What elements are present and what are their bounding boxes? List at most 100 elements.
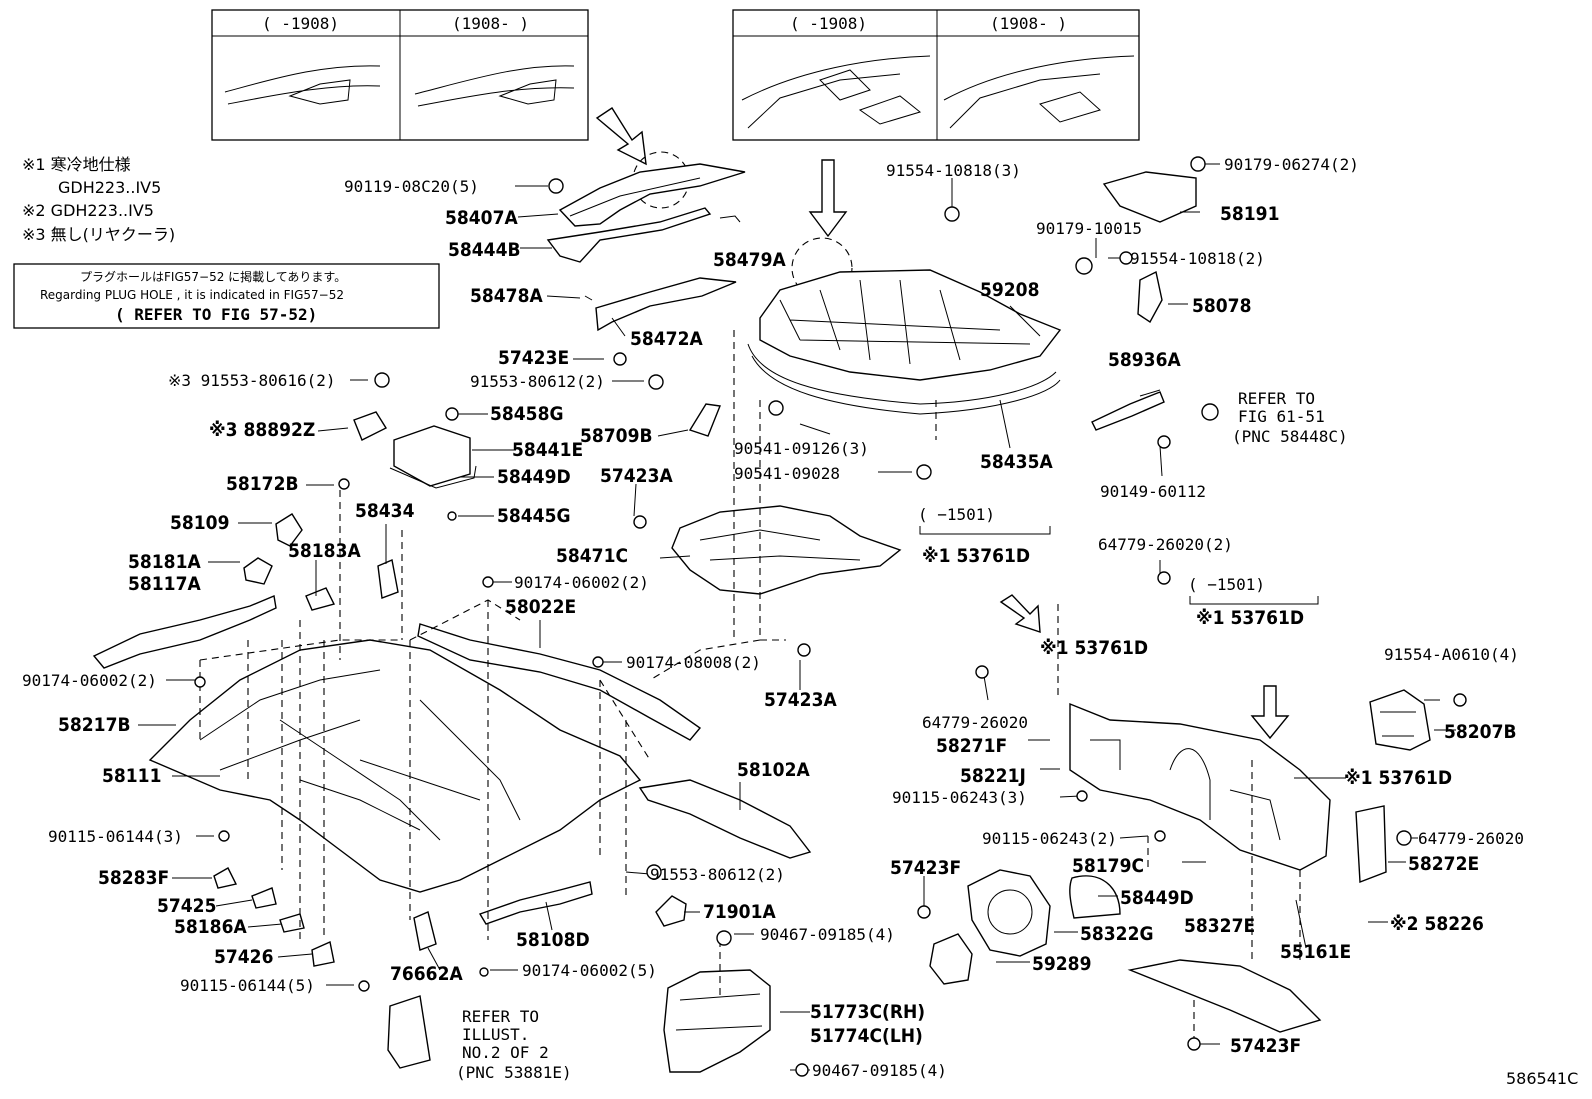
label-51774c: 51774C(LH) bbox=[810, 1025, 923, 1047]
label-88892z: ※3 88892Z bbox=[209, 419, 315, 441]
inset-right-range-b: (1908- ) bbox=[990, 14, 1067, 33]
plug-hole-line-2: Regarding PLUG HOLE , it is indicated in… bbox=[40, 288, 344, 302]
plug-hole-notice: プラグホールはFIG57−52 に掲載してあります。 Regarding PLU… bbox=[13, 263, 440, 329]
label-57425: 57425 bbox=[157, 895, 216, 917]
fasteners bbox=[194, 156, 1467, 1077]
label-90115-06144-3: 90115-06144(3) bbox=[48, 827, 183, 846]
label-59289: 59289 bbox=[1032, 953, 1091, 975]
label-58479a: 58479A bbox=[713, 249, 786, 271]
label-57423a-a: 57423A bbox=[600, 465, 673, 487]
label-64779-26020-a: 64779-26020 bbox=[922, 713, 1028, 732]
label-58078: 58078 bbox=[1192, 295, 1251, 317]
refer-illust-line-1: REFER TO bbox=[462, 1007, 539, 1026]
label-90119-08c20: 90119-08C20(5) bbox=[344, 177, 479, 196]
label-58709b: 58709B bbox=[580, 425, 653, 447]
inset-left-range-b: (1908- ) bbox=[452, 14, 529, 33]
diagram-id: 586541C bbox=[1506, 1069, 1578, 1088]
label-58207b: 58207B bbox=[1444, 721, 1517, 743]
label-58936a: 58936A bbox=[1108, 349, 1181, 371]
label-91554-10818-2: 91554-10818(2) bbox=[1130, 249, 1265, 268]
note-1: ※1 寒冷地仕様 bbox=[22, 155, 131, 174]
note-1-model: GDH223..IV5 bbox=[58, 178, 161, 197]
label-90179-10015: 90179-10015 bbox=[1036, 219, 1142, 238]
label-57423a-b: 57423A bbox=[764, 689, 837, 711]
label-90541-09126: 90541-09126(3) bbox=[734, 439, 869, 458]
inset-box-left: ( -1908) (1908- ) bbox=[211, 9, 589, 141]
label-90115-06243-3: 90115-06243(3) bbox=[892, 788, 1027, 807]
note-3: ※3 無し(リヤクーラ) bbox=[22, 225, 175, 244]
label-58181a: 58181A bbox=[128, 551, 201, 573]
label-58226: ※2 58226 bbox=[1390, 913, 1484, 935]
label-90174-06002-a: 90174-06002(2) bbox=[22, 671, 157, 690]
inset-left-range-a: ( -1908) bbox=[262, 14, 339, 33]
label-91554-a0610: 91554-A0610(4) bbox=[1384, 645, 1519, 664]
label-91553-80612-b: 91553-80612(2) bbox=[650, 865, 785, 884]
label-64779-26020-b: 64779-26020 bbox=[1418, 829, 1524, 848]
inset-box-right: ( -1908) (1908- ) bbox=[732, 9, 1140, 141]
label-58444b: 58444B bbox=[448, 239, 521, 261]
label-58283f: 58283F bbox=[98, 867, 169, 889]
label-58172b: 58172B bbox=[226, 473, 299, 495]
label-57423f-a: 57423F bbox=[890, 857, 961, 879]
label-90174-08008: 90174-08008(2) bbox=[626, 653, 761, 672]
label-58434: 58434 bbox=[355, 500, 415, 522]
range-label-2: ( −1501) bbox=[1188, 575, 1265, 594]
refer-fig-line-2: FIG 61-51 bbox=[1238, 407, 1325, 426]
label-58458g: 58458G bbox=[490, 403, 564, 425]
label-58271f: 58271F bbox=[936, 735, 1007, 757]
label-55161e: 55161E bbox=[1280, 941, 1351, 963]
label-71901a: 71901A bbox=[703, 901, 776, 923]
label-58221j: 58221J bbox=[960, 765, 1026, 787]
refer-illust-line-2: ILLUST. bbox=[462, 1025, 529, 1044]
label-58449d-a: 58449D bbox=[497, 466, 571, 488]
label-58272e: 58272E bbox=[1408, 853, 1479, 875]
label-58111: 58111 bbox=[102, 765, 161, 787]
label-90115-06144-5: 90115-06144(5) bbox=[180, 976, 315, 995]
label-58435a: 58435A bbox=[980, 451, 1053, 473]
label-57423e: 57423E bbox=[498, 347, 569, 369]
label-91553-80612-a: 91553-80612(2) bbox=[470, 372, 605, 391]
label-57423f-b: 57423F bbox=[1230, 1035, 1301, 1057]
plug-hole-line-3: ( REFER TO FIG 57-52) bbox=[115, 305, 317, 324]
label-90541-09028: 90541-09028 bbox=[734, 464, 840, 483]
label-90179-06274: 90179-06274(2) bbox=[1224, 155, 1359, 174]
label-58117a: 58117A bbox=[128, 573, 201, 595]
label-58109: 58109 bbox=[170, 512, 229, 534]
label-58471c: 58471C bbox=[556, 545, 628, 567]
label-58108d: 58108D bbox=[516, 929, 590, 951]
inset-right-range-a: ( -1908) bbox=[790, 14, 867, 33]
label-58179c: 58179C bbox=[1072, 855, 1144, 877]
label-58217b: 58217B bbox=[58, 714, 131, 736]
refer-illust-line-3: NO.2 OF 2 bbox=[462, 1043, 549, 1062]
notes-block: ※1 寒冷地仕様 GDH223..IV5 ※2 GDH223..IV5 ※3 無… bbox=[22, 155, 175, 244]
label-58102a: 58102A bbox=[737, 759, 810, 781]
label-58449d-b: 58449D bbox=[1120, 887, 1194, 909]
label-58478a: 58478A bbox=[470, 285, 543, 307]
label-90467-09185-a: 90467-09185(4) bbox=[760, 925, 895, 944]
label-58022e: 58022E bbox=[505, 596, 576, 618]
refer-fig-line-1: REFER TO bbox=[1238, 389, 1315, 408]
label-57426: 57426 bbox=[214, 946, 273, 968]
label-58191: 58191 bbox=[1220, 203, 1279, 225]
refer-illust-line-4: (PNC 53881E) bbox=[456, 1063, 572, 1082]
range-label-1: ( −1501) bbox=[918, 505, 995, 524]
label-91553-80616: ※3 91553-80616(2) bbox=[168, 371, 336, 390]
plug-hole-line-1: プラグホールはFIG57−52 に掲載してあります。 bbox=[80, 269, 346, 284]
refer-fig-line-3: (PNC 58448C) bbox=[1232, 427, 1348, 446]
label-90174-06002-5: 90174-06002(5) bbox=[522, 961, 657, 980]
label-58407a: 58407A bbox=[445, 207, 518, 229]
pointer-arrows bbox=[595, 107, 1290, 740]
label-53761d-d: ※1 53761D bbox=[1344, 767, 1452, 789]
label-51773c: 51773C(RH) bbox=[810, 1001, 925, 1023]
label-64779-26020-2: 64779-26020(2) bbox=[1098, 535, 1233, 554]
label-58445g: 58445G bbox=[497, 505, 571, 527]
label-58186a: 58186A bbox=[174, 916, 247, 938]
label-59208: 59208 bbox=[980, 279, 1039, 301]
label-53761d-b: ※1 53761D bbox=[1196, 607, 1304, 629]
label-90467-09185-b: 90467-09185(4) bbox=[812, 1061, 947, 1080]
label-58472a: 58472A bbox=[630, 328, 703, 350]
label-58183a: 58183A bbox=[288, 540, 361, 562]
label-76662a: 76662A bbox=[390, 963, 463, 985]
label-53761d-c: ※1 53761D bbox=[1040, 637, 1148, 659]
